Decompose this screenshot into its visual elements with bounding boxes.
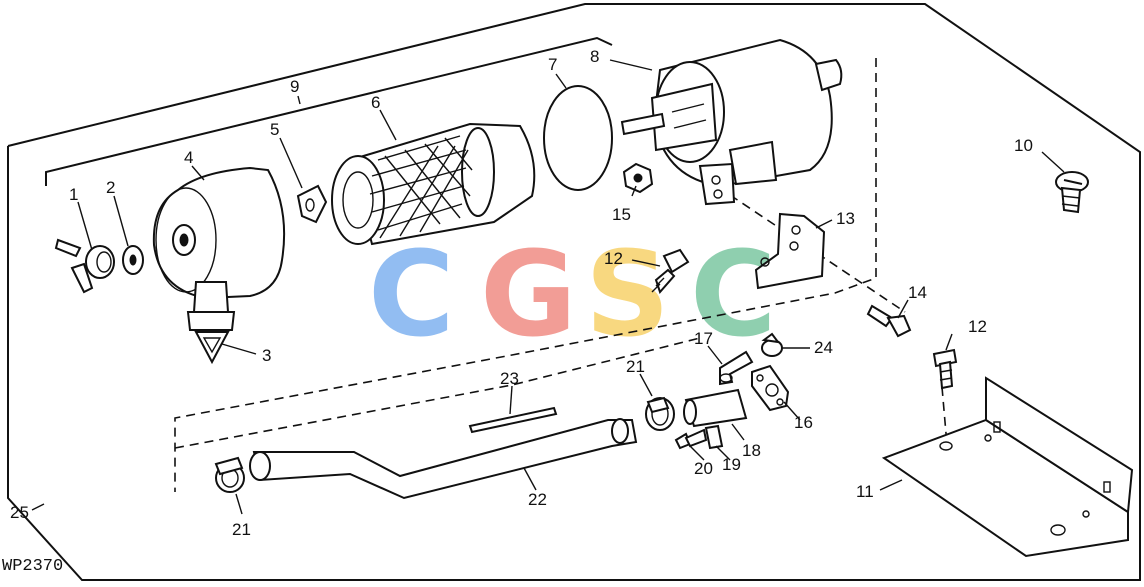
callout-16: 16 [794, 413, 813, 432]
callout-4: 4 [184, 148, 193, 167]
callout-12-lower: 12 [968, 317, 987, 336]
watermark-letter-2: G [480, 225, 577, 363]
watermark-letter-3: S [585, 225, 670, 363]
callout-24: 24 [814, 338, 833, 357]
callout-5: 5 [270, 120, 279, 139]
part-nut [622, 162, 654, 194]
part-wing-nut [54, 238, 115, 294]
callout-8: 8 [590, 47, 599, 66]
part-intake-hose [249, 418, 638, 500]
callout-7: 7 [548, 55, 557, 74]
callout-6: 6 [371, 93, 380, 112]
part-cap-screw-lower [932, 348, 958, 390]
callout-11: 11 [856, 482, 874, 501]
callout-14: 14 [908, 283, 927, 302]
callout-17: 17 [694, 329, 713, 348]
part-cap-screw-14 [866, 304, 912, 338]
callout-21-lower: 21 [232, 520, 251, 539]
callout-21-upper: 21 [626, 357, 645, 376]
callout-23: 23 [500, 369, 519, 388]
part-dust-valve [186, 281, 236, 365]
callout-15: 15 [612, 205, 631, 224]
callout-22: 22 [528, 490, 547, 509]
callout-19: 19 [722, 455, 741, 474]
part-mounting-bracket [754, 212, 826, 290]
callout-10: 10 [1014, 136, 1033, 155]
part-screw-20 [674, 428, 708, 450]
watermark-letter-1: C [368, 225, 455, 363]
part-filter-element [331, 122, 536, 246]
callouts: 1 2 3 4 5 6 7 8 9 10 11 12 12 13 14 15 1… [10, 47, 1033, 539]
callout-20: 20 [694, 459, 713, 478]
part-plug-screw [1055, 171, 1089, 214]
leader-lines [31, 59, 1065, 515]
watermark: C G S C [368, 225, 777, 363]
callout-13: 13 [836, 209, 855, 228]
part-strap [468, 406, 558, 434]
watermark-letter-4: C [690, 225, 777, 363]
part-mounting-plate [881, 376, 1134, 558]
part-cover [152, 166, 286, 300]
part-hose-clamp-upper [645, 396, 675, 431]
part-clip [296, 184, 328, 224]
assembly-bracket-9 [45, 36, 613, 186]
part-hose-clamp-lower [214, 456, 245, 493]
callout-3: 3 [262, 346, 271, 365]
part-cap-screw-upper [651, 248, 690, 294]
callout-12-upper: 12 [604, 249, 623, 268]
figure-id: WP2370 [2, 557, 63, 576]
part-housing [620, 38, 843, 206]
diagram-frame [7, 3, 1141, 581]
part-adapter-tube [683, 388, 748, 428]
part-elbow-fitting [719, 350, 754, 386]
callout-9: 9 [290, 77, 299, 96]
callout-2: 2 [106, 178, 115, 197]
callout-1: 1 [69, 185, 78, 204]
callout-18: 18 [742, 441, 761, 460]
part-o-ring [543, 85, 613, 191]
callout-25: 25 [10, 503, 29, 522]
part-fitting-19 [704, 424, 724, 450]
part-gasket [751, 364, 790, 412]
part-washer [122, 245, 144, 275]
